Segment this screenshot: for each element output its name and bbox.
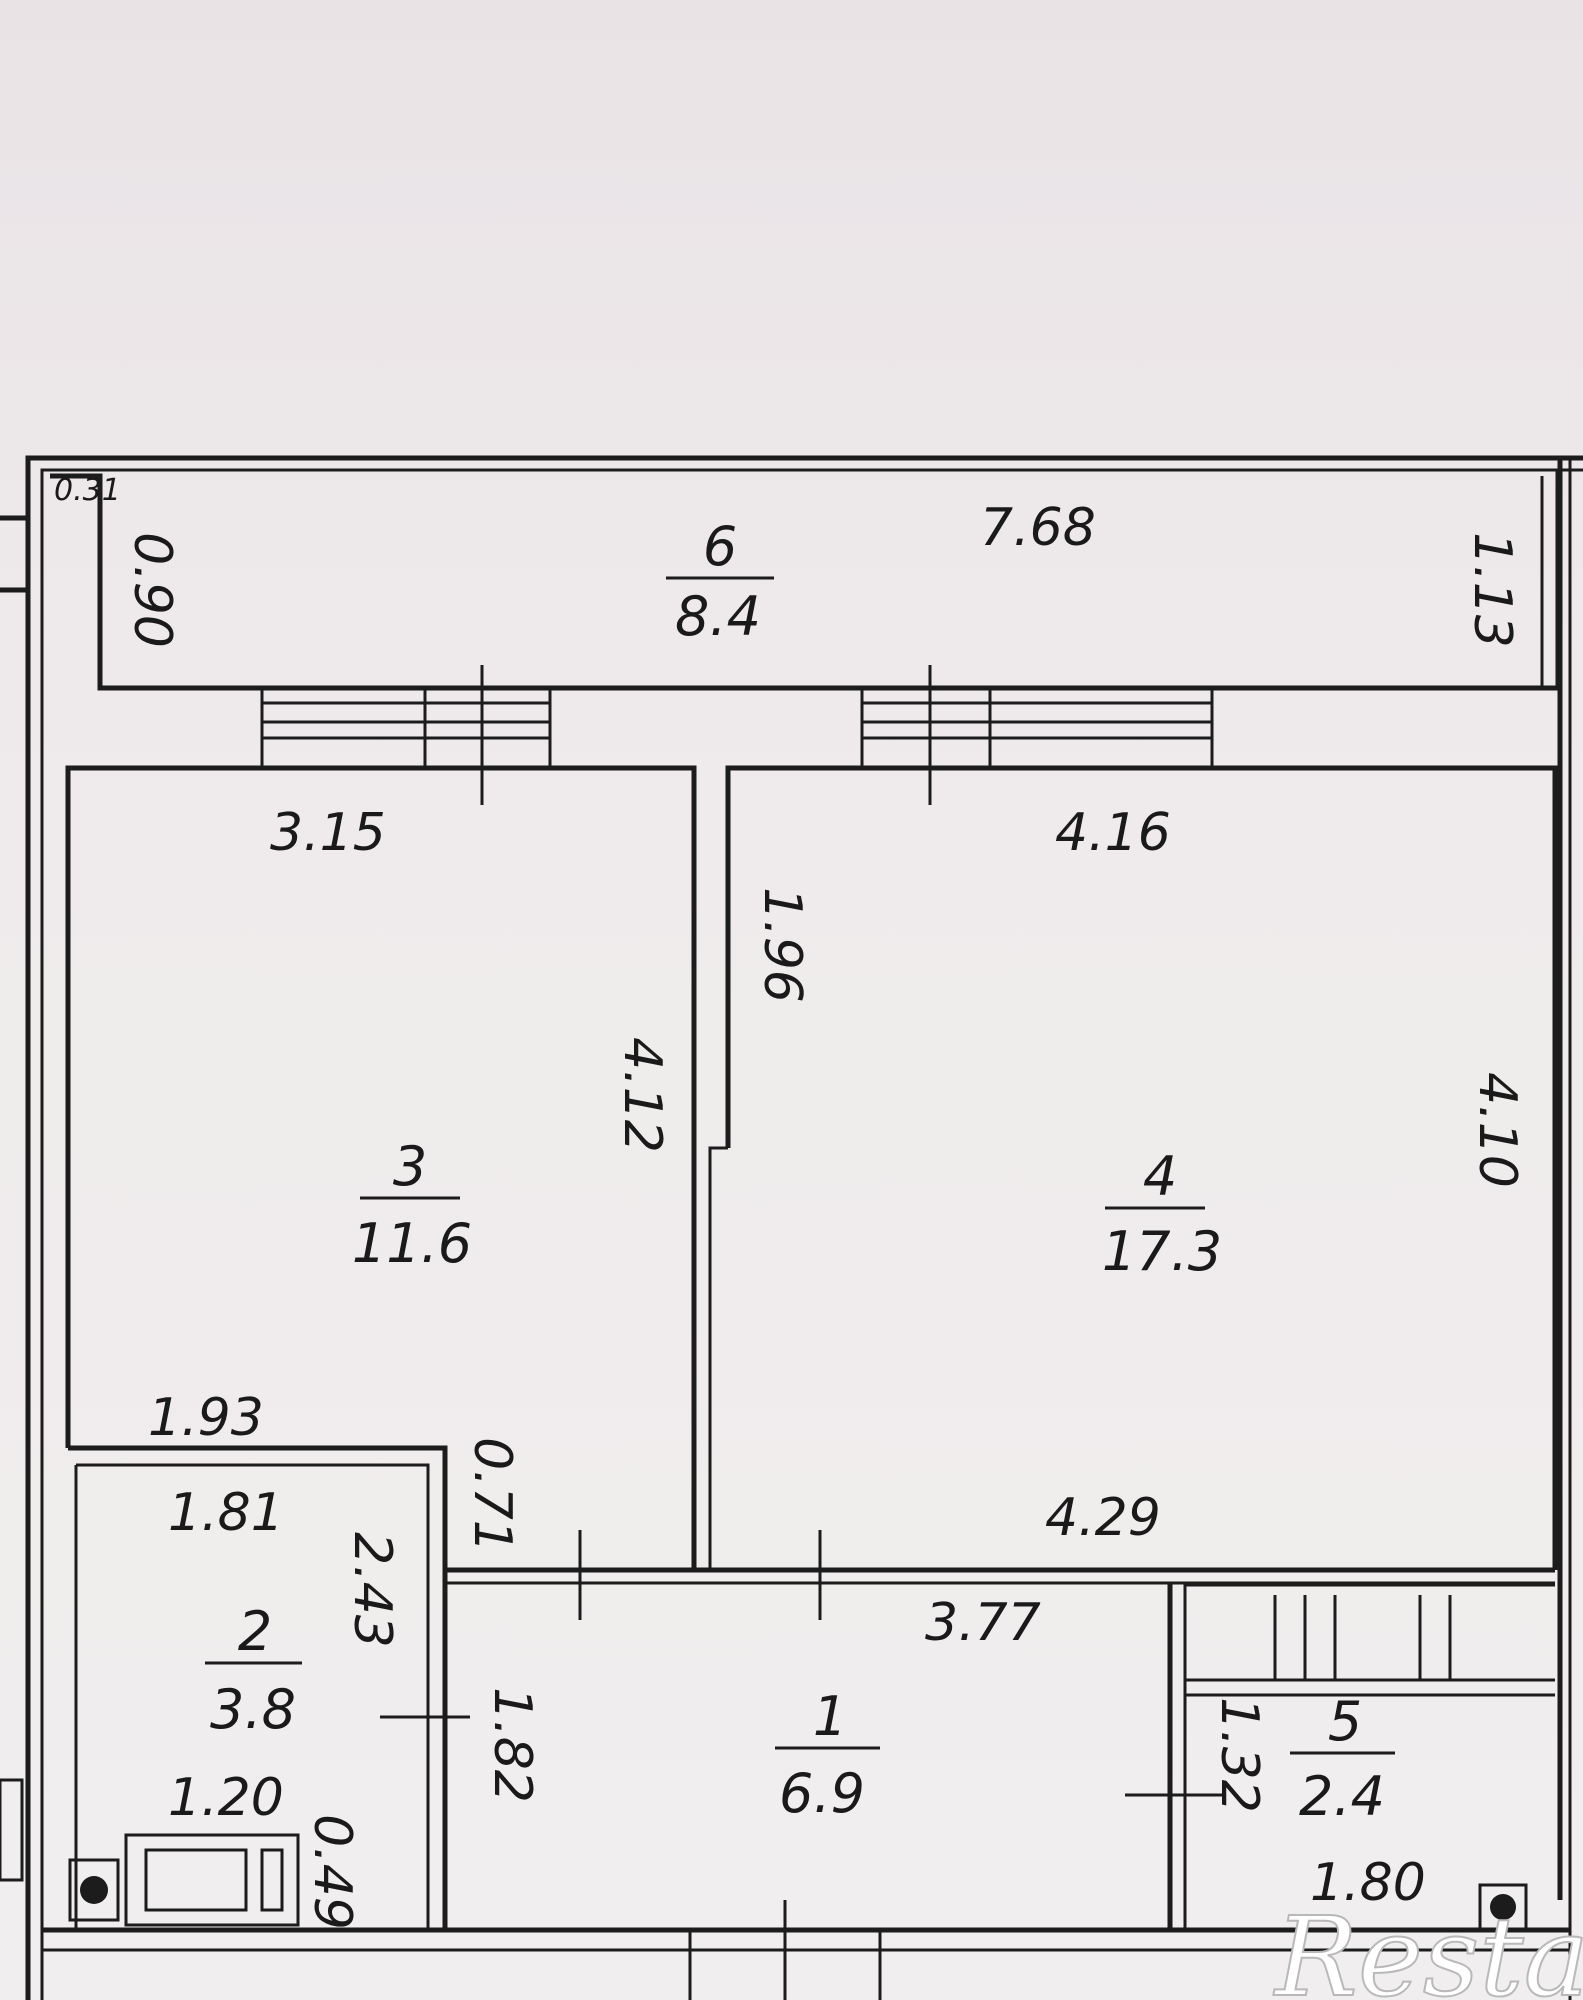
room-6-label: 6 8.4 <box>666 515 774 648</box>
dim-1-13: 1.13 <box>1462 532 1522 648</box>
svg-text:2: 2 <box>238 1600 272 1663</box>
svg-text:3.8: 3.8 <box>210 1678 296 1741</box>
corridor-partition <box>445 1530 1555 1620</box>
dim-1-32: 1.32 <box>1209 1697 1269 1813</box>
svg-text:5: 5 <box>1328 1690 1362 1753</box>
svg-text:6: 6 <box>703 515 737 578</box>
bottom-walls <box>42 1900 1570 2000</box>
svg-text:3: 3 <box>393 1135 427 1198</box>
dim-2-43: 2.43 <box>342 1532 402 1648</box>
dim-1-82: 1.82 <box>482 1687 542 1803</box>
dim-0-71: 0.71 <box>462 1437 522 1553</box>
room-3-walls <box>65 765 697 1570</box>
room-5-label: 5 2.4 <box>1290 1690 1395 1828</box>
outer-walls <box>0 455 1583 2000</box>
room-2-label: 2 3.8 <box>205 1600 302 1741</box>
room-4-label: 4 17.3 <box>1102 1145 1222 1283</box>
dim-0-31: 0.31 <box>54 473 121 508</box>
svg-text:1: 1 <box>813 1685 847 1748</box>
stove-icon <box>124 1833 300 1927</box>
dim-1-96: 1.96 <box>752 887 812 1003</box>
room-1-label: 1 6.9 <box>775 1685 880 1825</box>
svg-text:17.3: 17.3 <box>1102 1220 1222 1283</box>
window-left <box>260 665 552 805</box>
dim-4-29: 4.29 <box>1045 1488 1161 1548</box>
svg-text:8.4: 8.4 <box>675 585 761 648</box>
dim-3-77: 3.77 <box>925 1593 1041 1653</box>
vent-icon-right <box>1478 1883 1528 1932</box>
dim-0-49: 0.49 <box>302 1814 362 1930</box>
dim-7-68: 7.68 <box>980 498 1096 558</box>
dim-1-81: 1.81 <box>168 1483 284 1543</box>
dim-3-15: 3.15 <box>270 803 386 863</box>
room-3-label: 3 11.6 <box>352 1135 472 1275</box>
wall-niche-left <box>0 1778 24 1882</box>
room-5-walls <box>1125 1583 1555 1930</box>
dim-4-10: 4.10 <box>1467 1072 1527 1188</box>
dim-1-80: 1.80 <box>1310 1853 1426 1913</box>
dim-1-93: 1.93 <box>148 1388 264 1448</box>
svg-text:6.9: 6.9 <box>779 1762 865 1825</box>
vent-icon-left <box>68 1858 120 1922</box>
svg-text:11.6: 11.6 <box>352 1212 472 1275</box>
dim-4-12: 4.12 <box>612 1037 672 1153</box>
svg-text:2.4: 2.4 <box>1299 1765 1385 1828</box>
dim-4-16: 4.16 <box>1055 803 1171 863</box>
dim-1-20: 1.20 <box>168 1768 284 1828</box>
svg-text:4: 4 <box>1143 1145 1177 1208</box>
watermark-logo: Restate <box>1273 1893 1583 2000</box>
window-right <box>860 665 1214 805</box>
dim-0-90: 0.90 <box>122 532 182 648</box>
room-2-walls <box>68 1445 470 1930</box>
room-4-walls <box>708 765 1558 1570</box>
balcony-walls <box>50 470 1561 691</box>
